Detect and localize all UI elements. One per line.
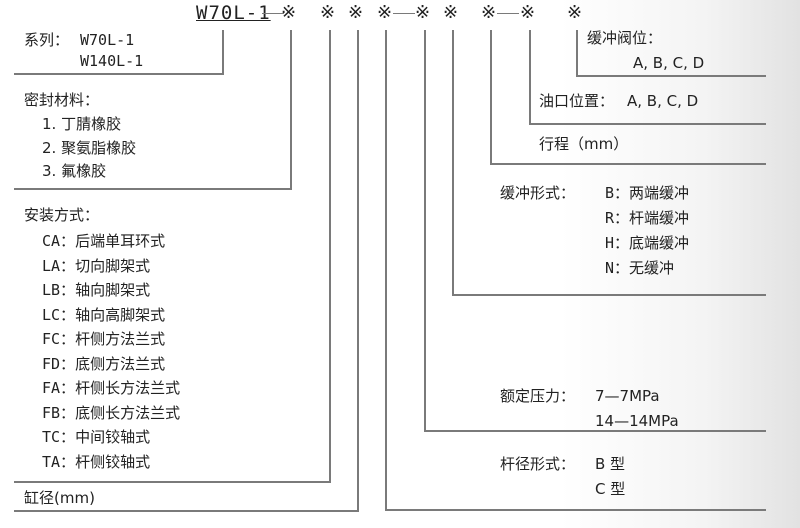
seal-item: 2. 聚氨脂橡胶 — [42, 139, 137, 157]
code-mark-1: ※ — [281, 2, 297, 23]
code-mark-5: ※ — [415, 2, 431, 23]
model-code: W70L-1 — [196, 2, 271, 24]
seal-title: 密封材料： — [24, 91, 100, 109]
bore-label: 缸径(mm) — [24, 489, 95, 507]
series-connector — [222, 30, 224, 73]
port-title: 油口位置： — [539, 92, 615, 110]
cushion-valve-title: 缓冲阀位： — [587, 29, 663, 47]
pressure-item: 14—14MPa — [595, 412, 679, 430]
code-mark-8: ※ — [520, 2, 536, 23]
code-mark-2: ※ — [320, 2, 336, 23]
pressure-underline — [424, 430, 766, 432]
cushion-type-title: 缓冲形式： — [500, 184, 576, 202]
mounting-connector — [329, 30, 331, 483]
header-dash — [497, 13, 519, 14]
rod-item: C 型 — [595, 480, 626, 498]
seal-item: 3. 氟橡胶 — [42, 162, 107, 180]
cushion-type-item: N：无缓冲 — [605, 259, 675, 277]
cushion-type-item: R：杆端缓冲 — [605, 209, 690, 227]
cushion-type-underline — [452, 294, 766, 296]
pressure-connector — [424, 30, 426, 432]
series-underline — [14, 73, 224, 75]
stroke-connector — [490, 30, 492, 165]
seal-underline — [14, 188, 292, 190]
port-underline — [529, 123, 766, 125]
port-options: A, B, C, D — [627, 92, 699, 110]
rod-connector — [385, 30, 387, 511]
cushion-type-item: B：两端缓冲 — [605, 184, 690, 202]
code-mark-6: ※ — [443, 2, 459, 23]
cushion-valve-underline — [576, 75, 766, 77]
mounting-title: 安装方式： — [24, 206, 100, 224]
mounting-item: CA：后端单耳环式 — [42, 232, 166, 250]
stroke-label: 行程（mm） — [539, 135, 629, 153]
port-connector — [529, 30, 531, 125]
mounting-item: LB：轴向脚架式 — [42, 281, 151, 299]
header-dash — [393, 13, 415, 14]
seal-connector — [290, 30, 292, 190]
seal-item: 1. 丁腈橡胶 — [42, 115, 122, 133]
series-label: 系列： — [24, 31, 70, 49]
series-value-2: W140L-1 — [80, 52, 144, 70]
mounting-item: LC：轴向高脚架式 — [42, 306, 166, 324]
code-mark-7: ※ — [481, 2, 497, 23]
cushion-valve-connector — [576, 30, 578, 77]
pressure-item: 7—7MPa — [595, 387, 660, 405]
mounting-item: TA：杆侧铰轴式 — [42, 453, 151, 471]
code-mark-9: ※ — [567, 2, 583, 23]
cushion-type-connector — [452, 30, 454, 296]
stroke-underline — [490, 163, 766, 165]
mounting-item: FB：底侧长方法兰式 — [42, 404, 181, 422]
rod-underline — [385, 509, 766, 511]
series-value-1: W70L-1 — [80, 31, 135, 49]
code-mark-4: ※ — [377, 2, 393, 23]
rod-item: B 型 — [595, 455, 626, 473]
mounting-item: LA：切向脚架式 — [42, 257, 151, 275]
cushion-valve-options: A, B, C, D — [633, 54, 705, 72]
mounting-underline — [14, 481, 331, 483]
bore-underline — [14, 510, 359, 512]
code-mark-3: ※ — [348, 2, 364, 23]
mounting-item: FD：底侧方法兰式 — [42, 355, 166, 373]
mounting-item: FA：杆侧长方法兰式 — [42, 379, 181, 397]
rod-title: 杆径形式： — [500, 455, 576, 473]
mounting-item: FC：杆侧方法兰式 — [42, 330, 166, 348]
pressure-title: 额定压力： — [500, 387, 576, 405]
header-dash — [262, 13, 284, 14]
bore-connector — [357, 30, 359, 512]
cushion-type-item: H：底端缓冲 — [605, 234, 690, 252]
mounting-item: TC：中间铰轴式 — [42, 428, 151, 446]
